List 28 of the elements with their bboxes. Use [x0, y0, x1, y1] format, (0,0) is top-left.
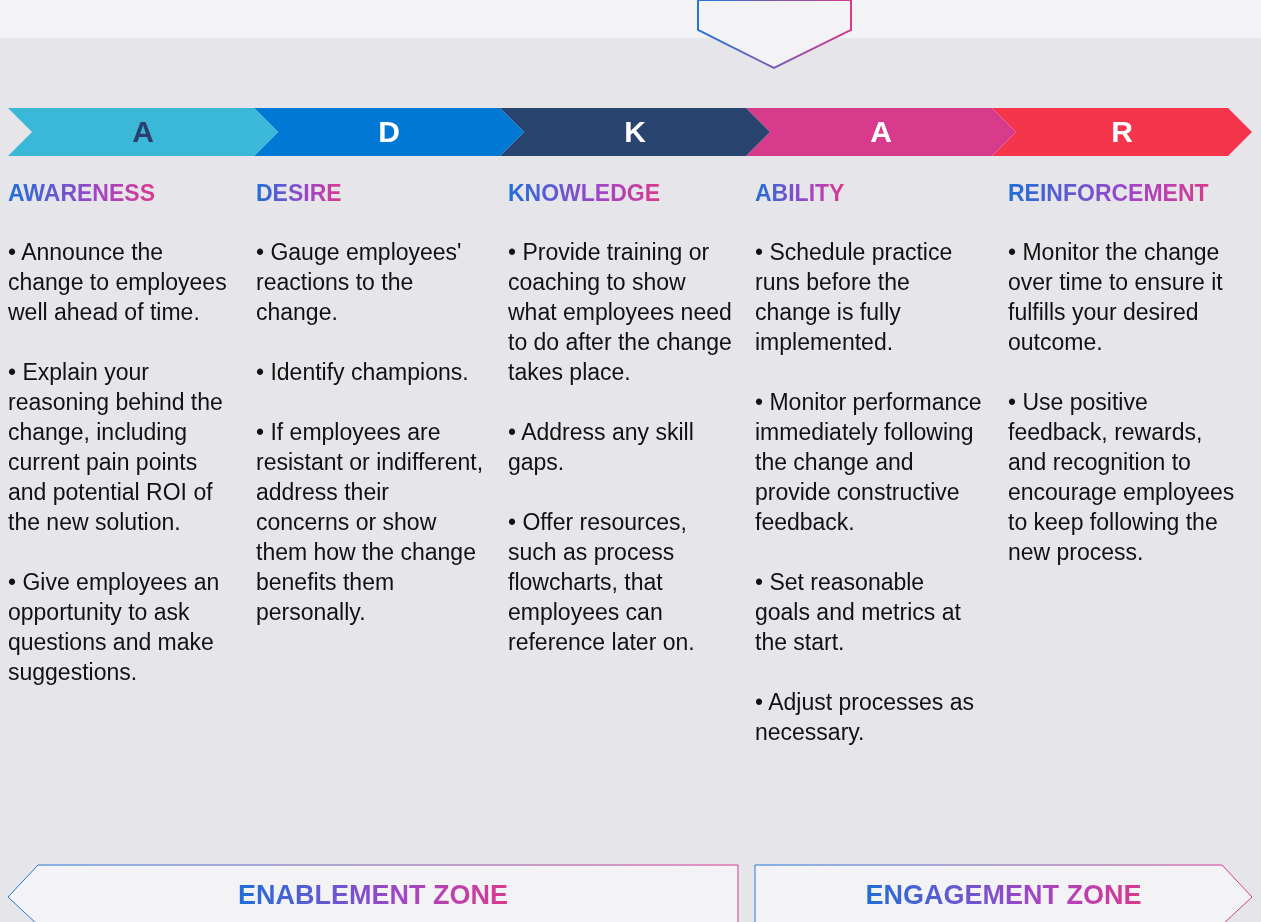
bullet-text: • Monitor performance immediately following the change and provide constructive feedback.: [755, 388, 983, 537]
stage-letter: A: [132, 115, 154, 149]
stage-banner: [992, 108, 1252, 156]
bullet-text: • Schedule practice runs before the change is fully implemented.: [755, 238, 954, 357]
bullet-text: • Identify champions.: [256, 358, 470, 387]
stage-banner: [8, 108, 278, 156]
stage-letter: A: [870, 115, 892, 149]
zone-banner: [8, 865, 738, 922]
bullet-text: • Monitor the change over time to ensure it fulfills your desired outcome.: [1008, 238, 1224, 357]
stage-banner: [500, 108, 770, 156]
bullet-text: • Adjust processes as necessary.: [755, 688, 975, 747]
bullet-text: • Gauge employees' reactions to the change.: [256, 238, 463, 327]
stage-banner: [254, 108, 524, 156]
chevron-shape: [698, 0, 851, 70]
stage-letter: K: [624, 115, 646, 149]
zone-banner: [755, 865, 1252, 922]
stage-banner: [746, 108, 1016, 156]
bullet-text: • Set reasonable goals and metrics at the start.: [755, 568, 962, 657]
stage-letter: R: [1111, 115, 1133, 149]
bullet-text: • Explain your reasoning behind the change, including current pain points and potential ROI of the new solution.: [8, 358, 224, 537]
bullet-text: • Address any skill gaps.: [508, 418, 695, 477]
bullet-text: • Announce the change to employees well ahead of time.: [8, 238, 228, 327]
bullet-text: • Offer resources, such as process flowcharts, that employees can reference later on.: [508, 508, 696, 657]
bullet-text: • Give employees an opportunity to ask questions and make suggestions.: [8, 568, 221, 687]
bullet-text: • Use positive feedback, rewards, and recognition to encourage employees to keep following the new process.: [1008, 388, 1236, 567]
stage-letter: D: [378, 115, 400, 149]
bullet-text: • Provide training or coaching to show what employees need to do after the change takes place.: [508, 238, 733, 387]
bullet-text: • If employees are resistant or indifferent, address their concerns or show them how the change benefits them personally.: [256, 418, 484, 627]
